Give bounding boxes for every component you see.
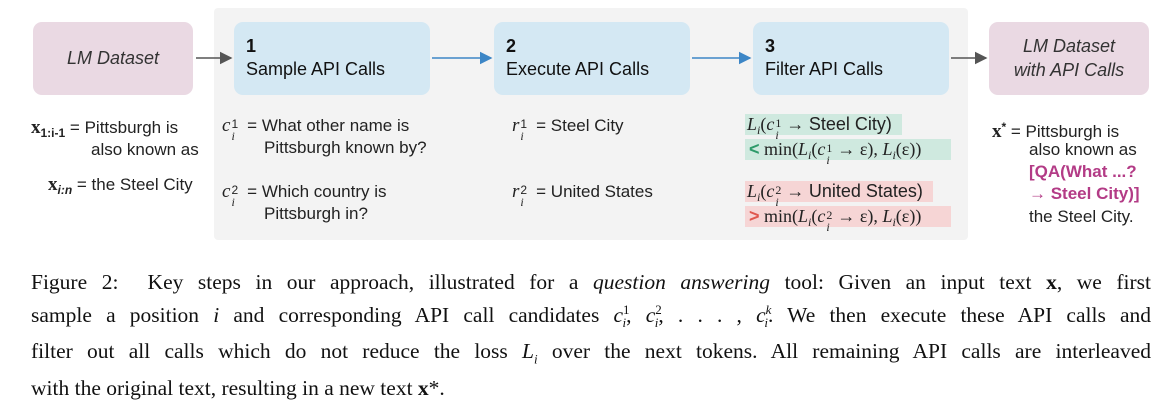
- step-2-number: 2: [506, 36, 517, 56]
- output-api-call-1: [QA(What ...?: [1029, 162, 1137, 181]
- step-2-box: 2 Execute API Calls: [494, 22, 690, 95]
- caption-line-2: sample a position i and corresponding AP…: [31, 302, 1152, 331]
- caption-line-4: with the original text, resulting in a n…: [31, 375, 445, 400]
- sample-call-1-line2: Pittsburgh known by?: [264, 138, 427, 157]
- output-text: x* = Pittsburgh is: [992, 120, 1120, 142]
- output-text-line3: the Steel City.: [1029, 207, 1134, 226]
- output-text-line2: also known as: [1029, 140, 1137, 159]
- input-continuation-text: xi:n = the Steel City: [48, 174, 193, 197]
- filter-1-highlight-a: [745, 114, 902, 135]
- figure-caption: Figure 2: Key steps in our approach, ill…: [31, 268, 1151, 402]
- filter-2-highlight-b: [745, 206, 951, 227]
- lm-dataset-label: LM Dataset: [66, 48, 160, 68]
- step-2-label: Execute API Calls: [506, 59, 650, 79]
- lm-dataset-api-box: LM Dataset with API Calls: [989, 22, 1149, 95]
- lm-dataset-box: LM Dataset: [33, 22, 193, 95]
- step-1-box: 1 Sample API Calls: [234, 22, 430, 95]
- filter-1-highlight-b: [745, 139, 951, 160]
- caption-line-1: Figure 2: Key steps in our approach, ill…: [31, 270, 1152, 294]
- caption-line-3: filter out all calls which do not reduce…: [31, 339, 1151, 367]
- sample-call-2-line2: Pittsburgh in?: [264, 204, 368, 223]
- lm-dataset-api-label-2: with API Calls: [1013, 60, 1125, 80]
- flow-arrows: [196, 51, 988, 65]
- filter-2-highlight-a: [745, 181, 933, 202]
- step-3-number: 3: [765, 36, 776, 56]
- lm-dataset-api-label-1: LM Dataset: [1022, 36, 1116, 56]
- step-3-box: 3 Filter API Calls: [753, 22, 949, 95]
- input-prefix-text: x1:i-1 = Pittsburgh is: [31, 117, 179, 140]
- input-prefix-text-2: also known as: [91, 140, 199, 159]
- output-api-call-2: → Steel City)]: [1029, 184, 1140, 203]
- step-1-number: 1: [246, 36, 257, 56]
- step-3-label: Filter API Calls: [765, 59, 884, 79]
- step-1-label: Sample API Calls: [246, 59, 386, 79]
